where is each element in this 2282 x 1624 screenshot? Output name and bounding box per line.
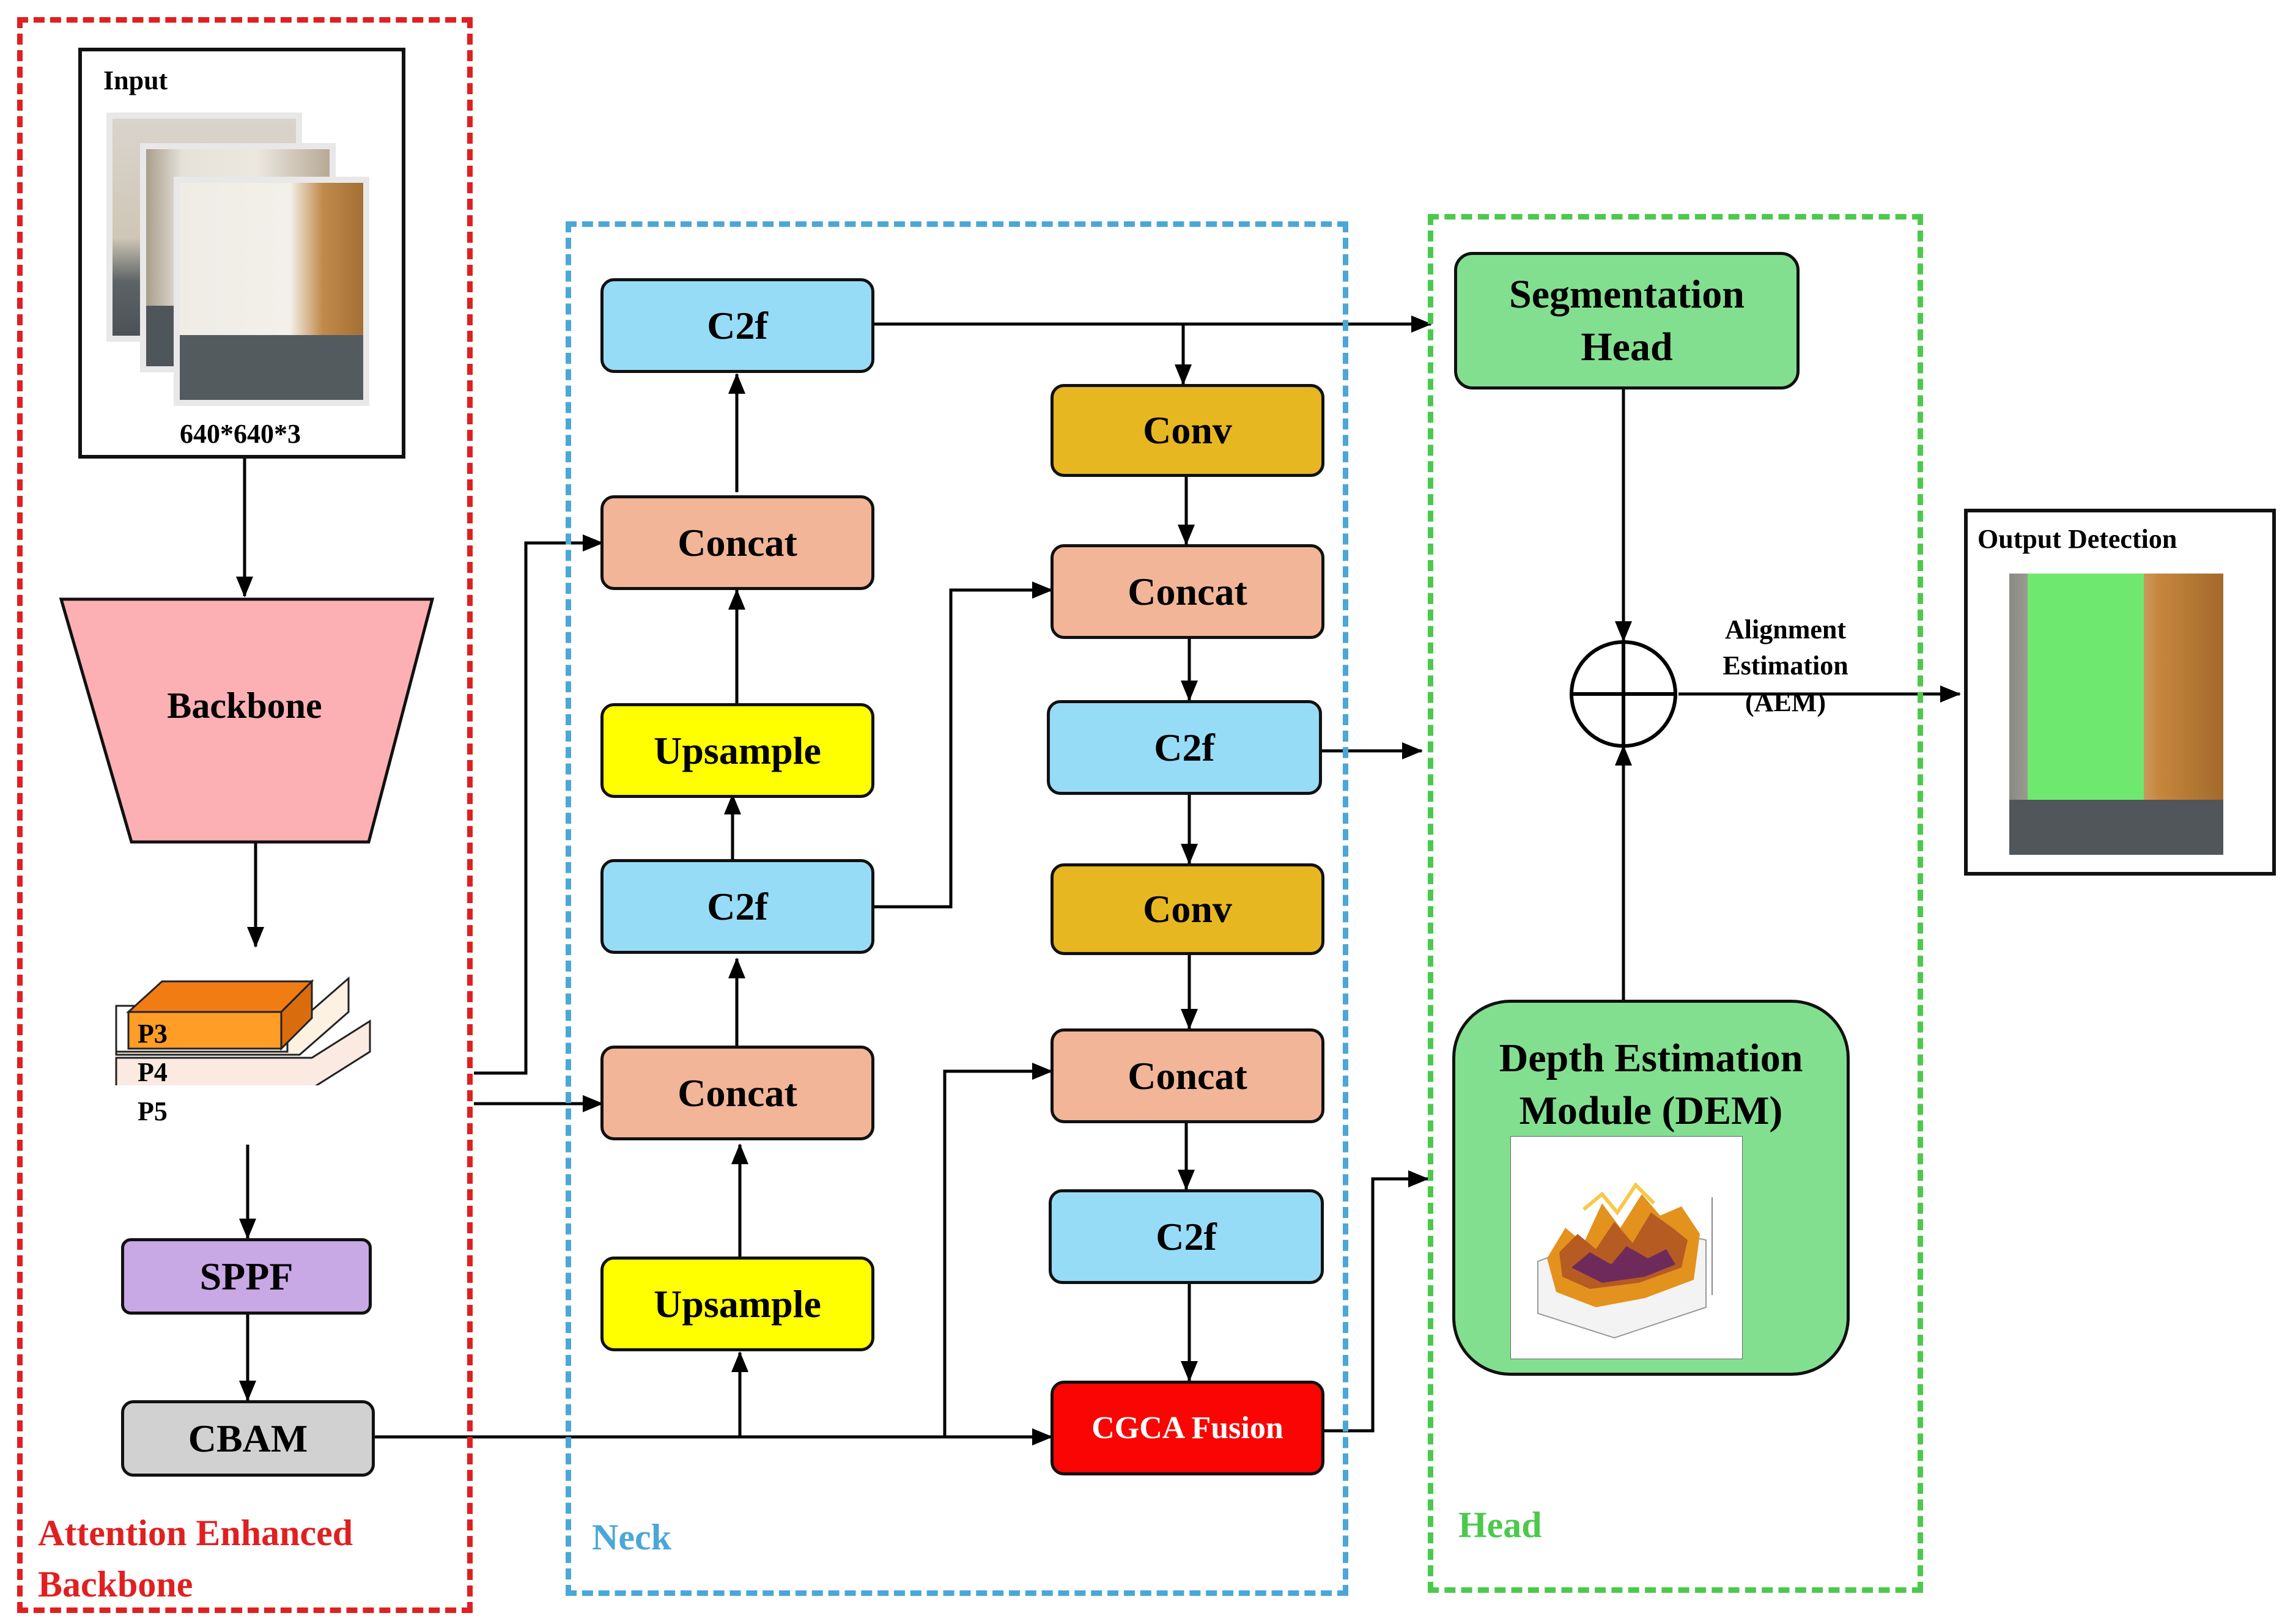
sppf-block: SPPF <box>121 1238 372 1315</box>
neck-concat-bottom: Concat <box>600 1046 874 1140</box>
segmentation-head-line2: Head <box>1581 324 1673 369</box>
arrow-features-concat1 <box>474 534 604 1075</box>
aem-label: Alignment Estimation (AEM) <box>1685 611 1886 720</box>
neck-upsample-top: Upsample <box>600 703 874 798</box>
aem-label-line1: Alignment <box>1725 615 1846 644</box>
neck-concat-top: Concat <box>600 495 874 590</box>
neck-conv-top: Conv <box>1051 384 1324 477</box>
arrow-c2f2-concat-r1 <box>871 581 1053 909</box>
backbone-zone-title-line2: Backbone <box>38 1564 193 1604</box>
backbone-block <box>59 597 435 844</box>
depth-plot-image <box>1510 1136 1743 1359</box>
fusion-operator <box>1570 640 1677 748</box>
neck-zone <box>566 221 1348 1596</box>
dem-title: Depth Estimation Module (DEM) <box>1499 1032 1803 1137</box>
neck-c2f-mid: C2f <box>600 859 874 954</box>
head-zone <box>1428 214 1923 1593</box>
feature-p4: P4 <box>138 1057 168 1087</box>
output-panel: Output Detection <box>1964 509 2276 876</box>
segmentation-head: Segmentation Head <box>1454 252 1800 389</box>
backbone-label: Backbone <box>167 685 322 726</box>
backbone-zone-title-line1: Attention Enhanced <box>38 1513 353 1553</box>
feature-p5: P5 <box>138 1096 168 1126</box>
neck-c2f-right-top: C2f <box>1047 700 1322 795</box>
backbone-zone-title: Attention Enhanced Backbone <box>38 1507 353 1610</box>
head-zone-title: Head <box>1458 1505 1542 1545</box>
input-panel: Input 640*640*3 <box>78 48 405 459</box>
neck-c2f-right-bottom: C2f <box>1049 1189 1324 1284</box>
neck-concat-right-top: Concat <box>1051 544 1324 639</box>
segmentation-head-line1: Segmentation <box>1509 271 1745 317</box>
output-title: Output Detection <box>1977 524 2177 554</box>
cgca-fusion-block: CGCA Fusion <box>1051 1381 1324 1475</box>
input-title: Input <box>103 65 168 95</box>
backbone-zone <box>17 17 473 1613</box>
dem-title-line1: Depth Estimation <box>1499 1036 1803 1080</box>
feature-p3: P3 <box>138 1019 168 1049</box>
neck-concat-right-bottom: Concat <box>1051 1028 1324 1123</box>
feature-pyramid <box>115 976 371 1085</box>
input-size-label: 640*640*3 <box>180 419 301 449</box>
neck-c2f-top: C2f <box>600 278 874 373</box>
cbam-block: CBAM <box>121 1400 375 1477</box>
neck-conv-bottom: Conv <box>1051 863 1324 955</box>
output-image <box>2009 574 2223 855</box>
neck-zone-title: Neck <box>592 1517 671 1557</box>
input-image-3 <box>174 177 369 406</box>
neck-upsample-bottom: Upsample <box>600 1257 874 1351</box>
aem-label-line2: Estimation (AEM) <box>1723 651 1848 717</box>
dem-title-line2: Module (DEM) <box>1519 1088 1783 1133</box>
arrow-line-concat-r2 <box>943 1063 1053 1437</box>
